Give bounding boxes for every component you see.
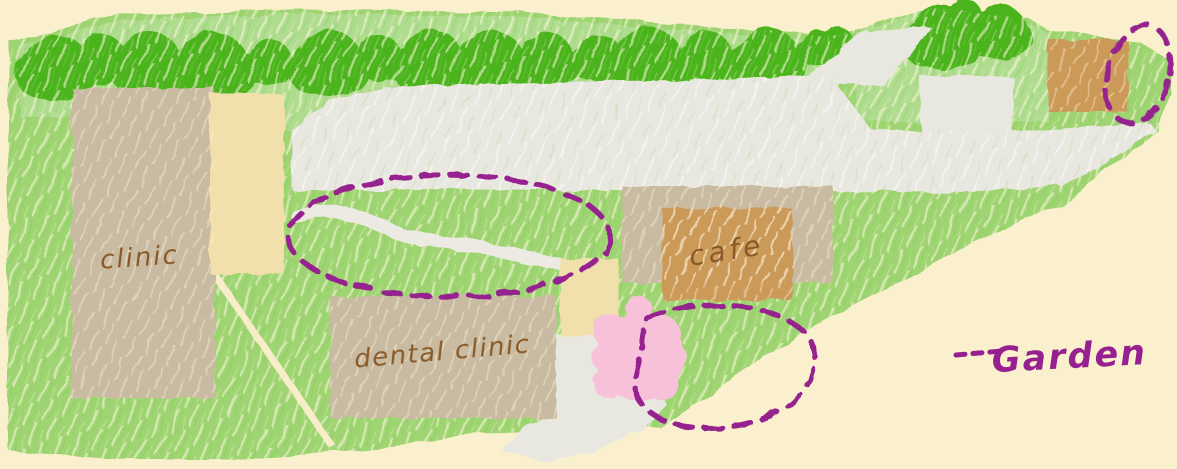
legend-garden-label: Garden xyxy=(991,333,1148,381)
main-road-hatch xyxy=(292,76,1157,192)
road-branch-east xyxy=(920,76,1013,132)
dental-clinic-hatch xyxy=(330,296,556,418)
clinic-label: clinic xyxy=(99,240,180,275)
legend: Garden xyxy=(953,333,1148,381)
clinic-annex xyxy=(210,94,284,274)
garden-area-northeast xyxy=(1102,22,1174,126)
grass-hatch-texture xyxy=(8,7,1172,460)
garden-area-footpath xyxy=(285,172,613,300)
legend-dash-icon xyxy=(953,348,1005,358)
cafe-building-hatch xyxy=(662,208,792,300)
clinic-building-hatch xyxy=(72,88,215,398)
blossom-tree-icon xyxy=(591,296,687,401)
garden-footpath xyxy=(290,204,595,275)
road-branch-north xyxy=(800,26,930,86)
trail-streak xyxy=(211,272,335,448)
garden-area-south xyxy=(632,302,817,431)
